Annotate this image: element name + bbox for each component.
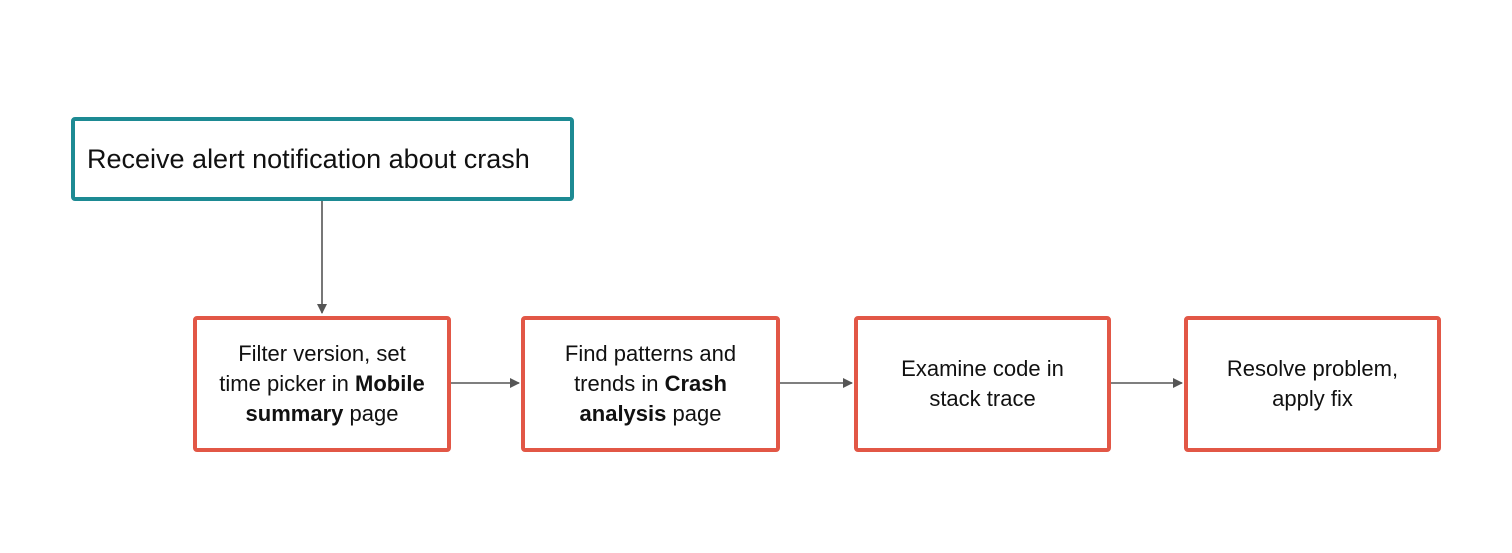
node-examine-code-label: Examine code in stack trace <box>901 354 1064 414</box>
node-filter-version-bold1: Mobile <box>355 371 425 396</box>
node-find-patterns-label: Find patterns and trends in Crash analys… <box>565 339 736 429</box>
node-resolve-problem-label: Resolve problem, apply fix <box>1227 354 1398 414</box>
node-examine-code-line1: Examine code in <box>901 356 1064 381</box>
node-find-patterns: Find patterns and trends in Crash analys… <box>521 316 780 452</box>
node-filter-version-line2: time picker in <box>219 371 356 396</box>
node-receive-alert: Receive alert notification about crash <box>71 117 574 201</box>
node-find-patterns-line2: trends in <box>574 371 665 396</box>
node-filter-version-bold2: summary <box>245 401 344 426</box>
node-find-patterns-line1: Find patterns and <box>564 341 737 366</box>
node-find-patterns-bold2: analysis <box>579 401 667 426</box>
node-resolve-problem-line1: Resolve problem, <box>1226 356 1399 381</box>
node-find-patterns-bold1: Crash <box>664 371 727 396</box>
node-filter-version-line1: Filter version, set <box>238 341 406 366</box>
node-resolve-problem-line2: apply fix <box>1272 386 1353 411</box>
node-filter-version: Filter version, set time picker in Mobil… <box>193 316 451 452</box>
node-examine-code: Examine code in stack trace <box>854 316 1111 452</box>
node-receive-alert-label: Receive alert notification about crash <box>87 144 530 174</box>
node-filter-version-line3: page <box>343 401 399 426</box>
node-find-patterns-line3: page <box>666 401 722 426</box>
node-resolve-problem: Resolve problem, apply fix <box>1184 316 1441 452</box>
node-examine-code-line2: stack trace <box>929 386 1036 411</box>
node-filter-version-label: Filter version, set time picker in Mobil… <box>219 339 424 429</box>
